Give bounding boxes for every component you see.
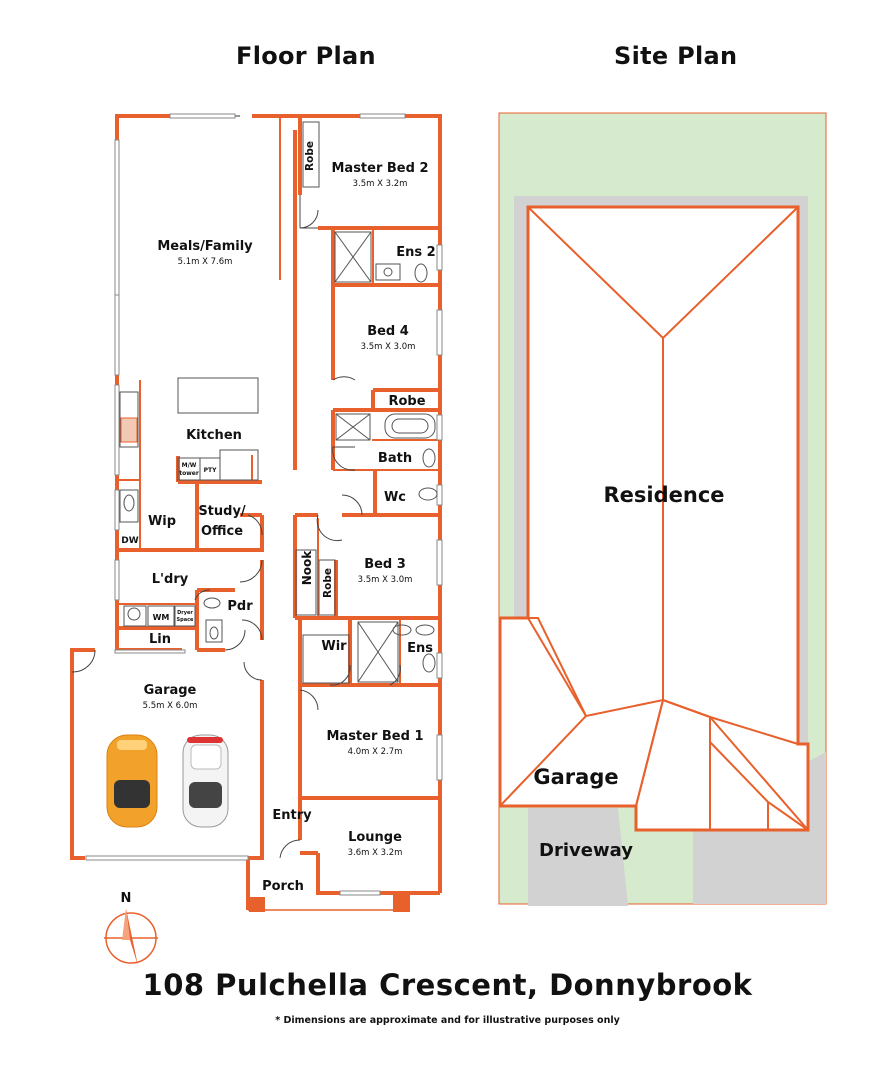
dishwasher-label: DW xyxy=(121,536,138,546)
laundry-label: L'dry xyxy=(152,572,189,587)
wc-label: Wc xyxy=(384,490,406,505)
powder-room-label: Pdr xyxy=(227,599,253,614)
bed-3-label: Bed 3 xyxy=(364,557,406,572)
mw-tower-label-1: M/W xyxy=(182,462,197,469)
floor-plan: Master Bed 2 3.5m X 3.2m Robe Meals/Fami… xyxy=(70,113,443,966)
washing-machine-label: WM xyxy=(153,613,170,622)
driveway-label: Driveway xyxy=(539,840,633,861)
master-bed-1-label: Master Bed 1 xyxy=(326,729,423,744)
garage-dims: 5.5m X 6.0m xyxy=(143,701,198,711)
entry-label: Entry xyxy=(272,808,312,823)
meals-family-dims: 5.1m X 7.6m xyxy=(178,257,233,267)
kitchen-label: Kitchen xyxy=(186,428,242,443)
bath-label: Bath xyxy=(378,451,412,466)
garage-label: Garage xyxy=(144,683,197,698)
porch-label: Porch xyxy=(262,879,304,894)
floor-plan-heading: Floor Plan xyxy=(236,42,376,70)
wip-label: Wip xyxy=(148,514,176,529)
nook-label: Nook xyxy=(300,550,314,586)
lounge-label: Lounge xyxy=(348,830,402,845)
bed-3-dims: 3.5m X 3.0m xyxy=(358,575,413,585)
master-bed-1-dims: 4.0m X 2.7m xyxy=(348,747,403,757)
study-label-1: Study/ xyxy=(198,504,246,519)
site-garage-label: Garage xyxy=(533,765,618,789)
north-arrow-icon: N xyxy=(104,891,158,966)
car-white-icon xyxy=(182,734,229,828)
dryer-space-label-1: Dryer xyxy=(177,610,193,616)
lounge-dims: 3.6m X 3.2m xyxy=(348,848,403,858)
linen-label: Lin xyxy=(149,632,171,647)
wir-label: Wir xyxy=(321,639,347,654)
bed-4-label: Bed 4 xyxy=(367,324,409,339)
ens-label: Ens xyxy=(407,641,433,656)
study-label-2: Office xyxy=(201,524,243,539)
robe-bed4-label: Robe xyxy=(388,394,425,409)
property-address: 108 Pulchella Crescent, Donnybrook xyxy=(142,968,753,1002)
mw-tower-label-2: tower xyxy=(179,470,199,477)
site-plan-heading: Site Plan xyxy=(614,42,738,70)
robe-mb2-label: Robe xyxy=(304,141,316,171)
disclaimer-note: * Dimensions are approximate and for ill… xyxy=(275,1015,620,1026)
driveway-left xyxy=(528,808,628,906)
site-plan: Residence Garage Driveway xyxy=(498,112,827,906)
bed-4-dims: 3.5m X 3.0m xyxy=(361,342,416,352)
meals-family-label: Meals/Family xyxy=(157,239,253,254)
master-bed-2-label: Master Bed 2 xyxy=(331,161,428,176)
ens-2-label: Ens 2 xyxy=(396,245,435,260)
master-bed-2-dims: 3.5m X 3.2m xyxy=(353,179,408,189)
car-orange-icon xyxy=(106,734,158,828)
pantry-label: PTY xyxy=(204,467,217,474)
dryer-space-label-2: Space xyxy=(177,617,195,623)
compass-label: N xyxy=(121,891,132,906)
robe-bed3-label: Robe xyxy=(322,568,334,598)
residence-label: Residence xyxy=(603,483,724,507)
